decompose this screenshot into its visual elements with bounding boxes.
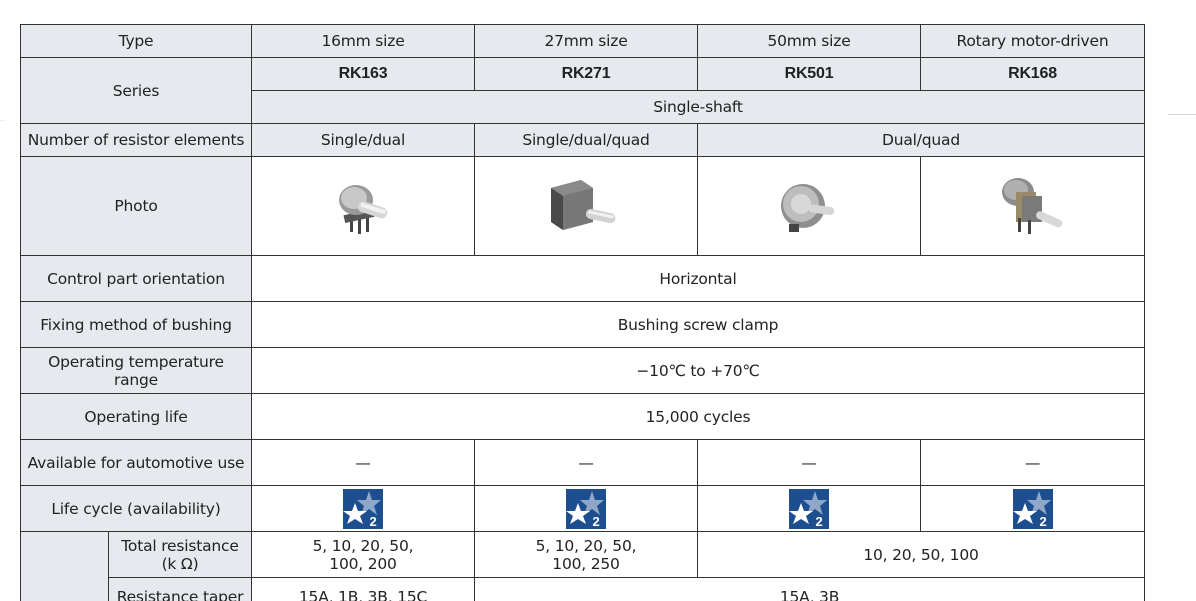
type-16mm: 16mm size xyxy=(251,24,475,58)
series-rk168: RK168 xyxy=(920,57,1145,91)
lifecycle-badge-icon: 2 xyxy=(789,488,829,529)
photo-label: Photo xyxy=(20,156,252,256)
elements-label: Number of resistor elements xyxy=(20,123,252,157)
potentiometer-16mm-icon xyxy=(256,174,470,238)
series-rk501: RK501 xyxy=(697,57,921,91)
type-label: Type xyxy=(20,24,252,58)
life-value: 15,000 cycles xyxy=(251,393,1145,440)
type-27mm: 27mm size xyxy=(474,24,698,58)
svg-text:2: 2 xyxy=(815,514,822,529)
taper-rk163: 15A, 1B, 3B, 15C xyxy=(251,577,475,601)
resistance-row: Total resistance (k Ω) 5, 10, 20, 50, 10… xyxy=(20,531,1145,601)
life-row: Operating life 15,000 cycles xyxy=(20,393,1145,440)
automotive-label: Available for automotive use xyxy=(20,439,252,486)
taper-row: Resistance taper 15A, 1B, 3B, 15C 15A, 3… xyxy=(21,577,1145,601)
orientation-label: Control part orientation xyxy=(20,255,252,302)
type-row: Type 16mm size 27mm size 50mm size Rotar… xyxy=(20,24,1145,58)
temperature-value: −10℃ to +70℃ xyxy=(251,347,1145,394)
taper-shared: 15A, 3B xyxy=(474,577,1145,601)
temperature-row: Operating temperature range −10℃ to +70℃ xyxy=(20,347,1145,394)
svg-text:2: 2 xyxy=(369,514,376,529)
photo-rk271 xyxy=(474,156,698,256)
lifecycle-badge-icon: 2 xyxy=(1012,488,1053,529)
svg-text:2: 2 xyxy=(592,514,599,529)
lifecycle-badge-icon: 2 xyxy=(566,488,606,529)
type-motor: Rotary motor-driven xyxy=(920,24,1145,58)
elements-rk163: Single/dual xyxy=(251,123,475,157)
type-50mm: 50mm size xyxy=(697,24,921,58)
automotive-rk168: — xyxy=(920,439,1145,486)
fixing-value: Bushing screw clamp xyxy=(251,301,1145,348)
lifecycle-rk271: 2 xyxy=(474,485,698,532)
automotive-rk271: — xyxy=(474,439,698,486)
resistance-rk271: 5, 10, 20, 50, 100, 250 xyxy=(474,531,698,578)
potentiometer-27mm-icon xyxy=(479,174,693,238)
fixing-row: Fixing method of bushing Bushing screw c… xyxy=(20,301,1145,348)
lifecycle-rk163: 2 xyxy=(251,485,475,532)
electrical-group-label xyxy=(20,531,109,601)
elements-rk501-rk168: Dual/quad xyxy=(697,123,1145,157)
series-rk163: RK163 xyxy=(251,57,475,91)
series-row: Series RK163 RK271 RK501 RK168 xyxy=(20,57,1145,124)
series-rk271: RK271 xyxy=(474,57,698,91)
orientation-value: Horizontal xyxy=(251,255,1145,302)
lifecycle-rk168: 2 xyxy=(920,485,1145,532)
motor-potentiometer-icon xyxy=(925,174,1140,238)
lifecycle-rk501: 2 xyxy=(697,485,921,532)
resistance-label: Total resistance (k Ω) xyxy=(108,531,252,578)
photo-rk163 xyxy=(251,156,475,256)
spec-table: Type 16mm size 27mm size 50mm size Rotar… xyxy=(20,24,1145,601)
photo-rk501 xyxy=(697,156,921,256)
series-label: Series xyxy=(20,57,252,124)
lifecycle-row: Life cycle (availability) 2 2 xyxy=(20,485,1145,532)
elements-rk271: Single/dual/quad xyxy=(474,123,698,157)
resistance-rk501-rk168: 10, 20, 50, 100 xyxy=(697,531,1145,578)
automotive-row: Available for automotive use — — — — xyxy=(20,439,1145,486)
photo-row: Photo xyxy=(20,156,1145,256)
svg-text:2: 2 xyxy=(1039,514,1046,529)
temperature-label: Operating temperature range xyxy=(20,347,252,394)
lifecycle-badge-icon: 2 xyxy=(343,488,383,529)
elements-row: Number of resistor elements Single/dual … xyxy=(20,123,1145,157)
shaft-type: Single-shaft xyxy=(251,90,1145,124)
orientation-row: Control part orientation Horizontal xyxy=(20,255,1145,302)
automotive-rk163: — xyxy=(251,439,475,486)
automotive-rk501: — xyxy=(697,439,921,486)
taper-label: Resistance taper xyxy=(108,577,252,601)
potentiometer-50mm-icon xyxy=(702,174,916,238)
resistance-rk163: 5, 10, 20, 50, 100, 200 xyxy=(251,531,475,578)
divider xyxy=(1168,114,1196,115)
life-label: Operating life xyxy=(20,393,252,440)
shaft-row: Single-shaft xyxy=(21,90,1145,124)
fixing-label: Fixing method of bushing xyxy=(20,301,252,348)
divider xyxy=(0,120,6,121)
lifecycle-label: Life cycle (availability) xyxy=(20,485,252,532)
photo-rk168 xyxy=(920,156,1145,256)
